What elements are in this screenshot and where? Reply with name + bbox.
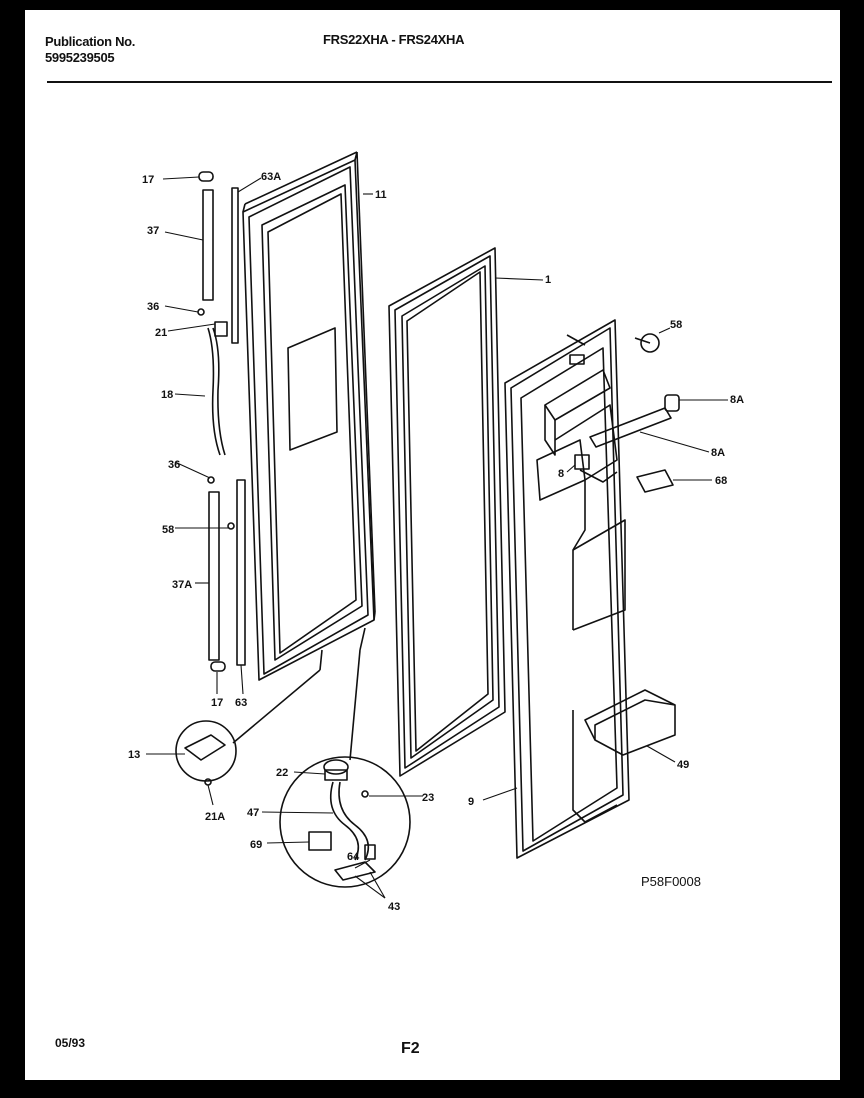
trim-strip-37 <box>202 189 214 301</box>
callout-8A: 8A <box>730 394 744 406</box>
callout-22: 22 <box>276 767 288 779</box>
callout-64: 64 <box>347 851 360 863</box>
callout-37A: 37A <box>172 579 192 591</box>
footer-page: F2 <box>401 1040 420 1057</box>
lever-68 <box>636 469 674 493</box>
callout-49: 49 <box>677 759 689 771</box>
callout-36: 36 <box>147 301 159 313</box>
callout-17: 17 <box>142 174 154 186</box>
callout-37: 37 <box>147 225 159 237</box>
callout-9: 9 <box>468 796 474 808</box>
callout-36-lower: 36 <box>168 459 180 471</box>
publication-number: 5995239505 <box>45 50 115 65</box>
callout-8: 8 <box>558 468 564 480</box>
callout-11: 11 <box>375 189 387 201</box>
callout-63: 63 <box>235 697 247 709</box>
callout-13: 13 <box>128 749 140 761</box>
screw-58 <box>634 333 660 353</box>
callout-17-lower: 17 <box>211 697 223 709</box>
callout-23: 23 <box>422 792 434 804</box>
callout-43: 43 <box>388 901 400 913</box>
callout-18: 18 <box>161 389 173 401</box>
door-panel-part <box>242 151 376 681</box>
header-rule <box>47 81 832 83</box>
switch-wiring-detail <box>279 627 411 888</box>
hinge-detail <box>175 649 323 786</box>
callout-58: 58 <box>670 319 682 331</box>
parts-diagram-page: Publication No. 5995239505 FRS22XHA - FR… <box>25 10 840 1080</box>
model-numbers: FRS22XHA - FRS24XHA <box>323 32 465 47</box>
trim-strip-63 <box>236 479 246 666</box>
callout-21: 21 <box>155 327 167 339</box>
part-8 <box>574 454 590 470</box>
exploded-view-drawing: 17 63A 11 37 1 36 21 58 18 8A 8A 36 8 68… <box>128 151 744 913</box>
rail-8A <box>589 407 672 448</box>
callout-8A-rail: 8A <box>711 447 725 459</box>
door-liner-part <box>504 319 630 859</box>
callout-69: 69 <box>250 839 262 851</box>
callout-63A: 63A <box>261 171 281 183</box>
clip-8A <box>664 394 680 412</box>
footer-date: 05/93 <box>55 1036 86 1050</box>
callout-21A: 21A <box>205 811 225 823</box>
callout-47: 47 <box>247 807 259 819</box>
handle-18 <box>207 327 221 456</box>
door-gasket-part <box>388 247 506 777</box>
callout-1: 1 <box>545 274 551 286</box>
callout-labels: 17 63A 11 37 1 36 21 58 18 8A 8A 36 8 68… <box>128 171 744 913</box>
figure-code: P58F0008 <box>641 874 701 889</box>
callout-58-lower: 58 <box>162 524 174 536</box>
callout-68: 68 <box>715 475 727 487</box>
end-cap-17 <box>198 171 214 182</box>
trim-strip-63A <box>231 187 239 344</box>
publication-label: Publication No. <box>45 34 136 49</box>
trim-strip-37A <box>208 491 220 661</box>
